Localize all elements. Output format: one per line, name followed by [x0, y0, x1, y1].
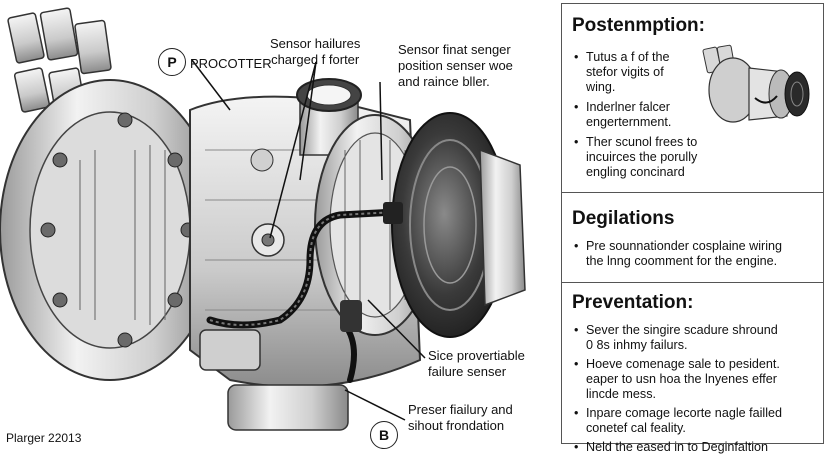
callout-failure-sensor: Sice provertiable failure senser: [428, 348, 525, 379]
list-item: Ther scunol frees to incuirces the porul…: [572, 135, 786, 180]
callout-foundation: Preser fiailury and sihout frondation: [408, 402, 513, 433]
list-item: Pre sounnationder cosplaine wiring the l…: [572, 239, 813, 269]
callout-sensor-right: Sensor finat senger position senser woe …: [398, 42, 513, 89]
engine-illustration: [0, 7, 526, 431]
list-item: Sever the singire scadure shround 0 8s i…: [572, 323, 813, 353]
turbo-thumbnail: [702, 44, 810, 123]
section-postenmption: Postenmption: Tutus a f of the stefor vi…: [562, 4, 823, 192]
callout-lines: [191, 59, 426, 421]
section-title: Preventation:: [572, 292, 694, 313]
callout-sensor-top: Sensor hailures charged f forter: [270, 36, 361, 67]
list-item: Hoeve comenage sale to pesident. eaper t…: [572, 357, 813, 402]
callout-badge-b: B: [370, 421, 398, 449]
list-item: Inderlner falcer engerternment.: [572, 100, 700, 130]
callout-badge-a: P: [158, 48, 186, 76]
sensor-connector: [383, 202, 403, 224]
bottom-outlet: [227, 384, 349, 431]
front-cap: [479, 148, 526, 307]
section-title: Postenmption:: [572, 15, 705, 36]
list-item: Inpare comage lecorte nagle failled cone…: [572, 406, 813, 436]
info-panel: Postenmption: Tutus a f of the stefor vi…: [561, 3, 824, 455]
list-item: Tutus a f of the stefor vigits of wing.: [572, 50, 700, 95]
section-title: Degilations: [572, 208, 675, 229]
section-prevention: Preventation: Sever the singire scadure …: [562, 282, 823, 455]
footer-caption: Plarger 22013: [6, 431, 82, 445]
section-degilations: Degilations Pre sounnationder cosplaine …: [562, 192, 823, 282]
flange-bolts: [40, 112, 196, 348]
callout-procotter: PROCOTTER: [190, 56, 272, 71]
